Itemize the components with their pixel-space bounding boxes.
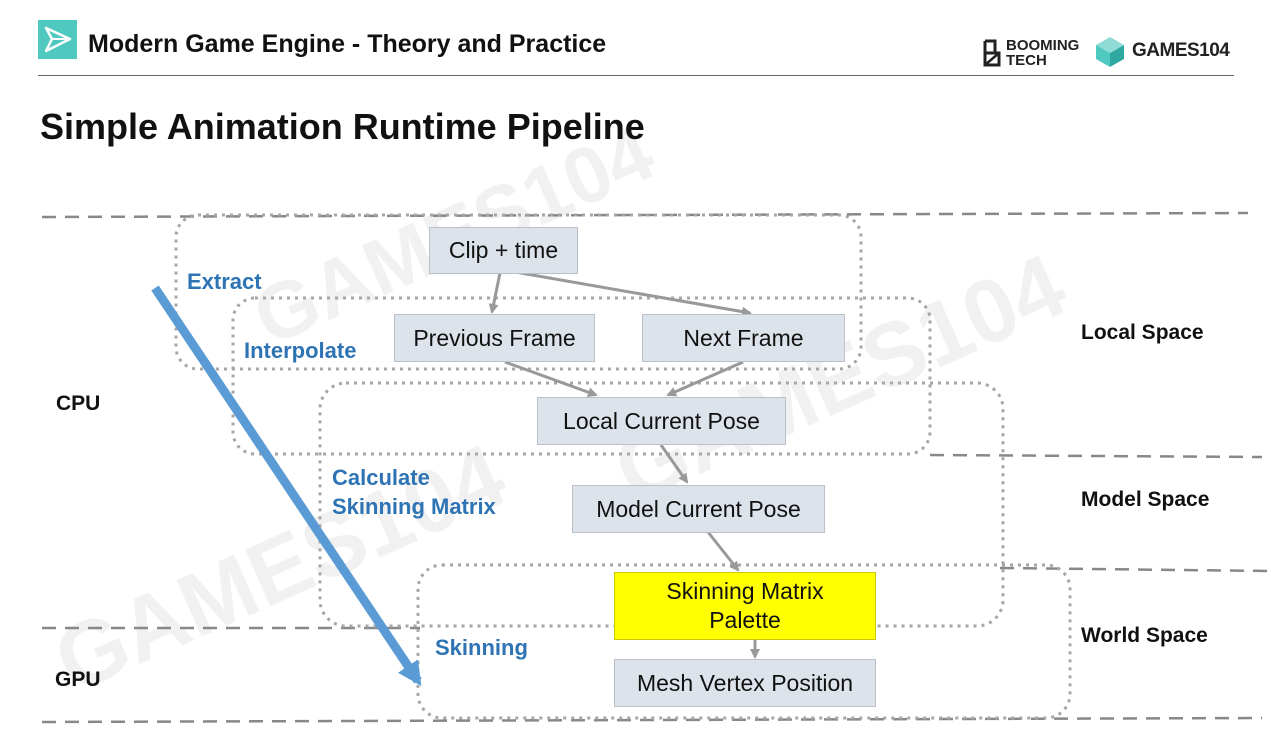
booming-logo-line1: BOOMING [1006,37,1080,54]
arrow-model-to-palette [706,531,740,572]
games104-logo-text: GAMES104 [1132,40,1230,61]
skinning-matrix-palette-node: Skinning Matrix Palette [614,572,876,640]
booming-logo-line2: TECH [1006,52,1047,69]
space-divider [999,566,1271,573]
gpu-label: GPU [55,668,101,691]
arrow-previous-to-local [504,360,598,397]
stage-label-extract: Extract [187,269,262,294]
space-divider [41,716,1263,724]
next-frame-node: Next Frame [642,314,845,362]
header-logo-icon [38,20,77,59]
palette-line2: Palette [709,607,781,633]
space-divider [41,211,1249,219]
previous-frame-node: Previous Frame [394,314,595,362]
world-space-label: World Space [1081,624,1208,647]
slide-title: Simple Animation Runtime Pipeline [40,106,645,147]
model-space-label: Model Space [1081,488,1210,511]
extract-region [174,213,863,371]
interpolate-region [231,296,932,456]
stage-label-calculate-line1: Calculate [332,465,430,490]
arrow-next-to-local [666,360,744,397]
local-current-pose-node: Local Current Pose [537,397,786,445]
booming-tech-logo-text: BOOMING TECH [1006,38,1079,68]
header-divider [38,75,1234,76]
cpu-label: CPU [56,392,101,415]
palette-line1: Skinning Matrix [666,578,824,604]
stage-label-skinning: Skinning [435,635,528,660]
stage-label-calculate: Calculate Skinning Matrix [332,463,496,521]
local-space-label: Local Space [1081,321,1204,344]
model-current-pose-node: Model Current Pose [572,485,825,533]
space-divider [929,453,1263,459]
stage-label-calculate-line2: Skinning Matrix [332,494,496,519]
booming-tech-logo-icon [982,38,1004,68]
stage-label-interpolate: Interpolate [244,338,357,363]
header-title: Modern Game Engine - Theory and Practice [88,30,607,58]
arrow-clip-to-previous [488,272,502,314]
arrow-local-to-model [659,444,689,484]
cpu-to-gpu-flow-arrow [151,285,422,686]
clip-time-node: Clip + time [429,227,578,274]
cube-icon [1094,35,1126,69]
mesh-vertex-position-node: Mesh Vertex Position [614,659,876,707]
arrow-clip-to-next [514,270,752,317]
